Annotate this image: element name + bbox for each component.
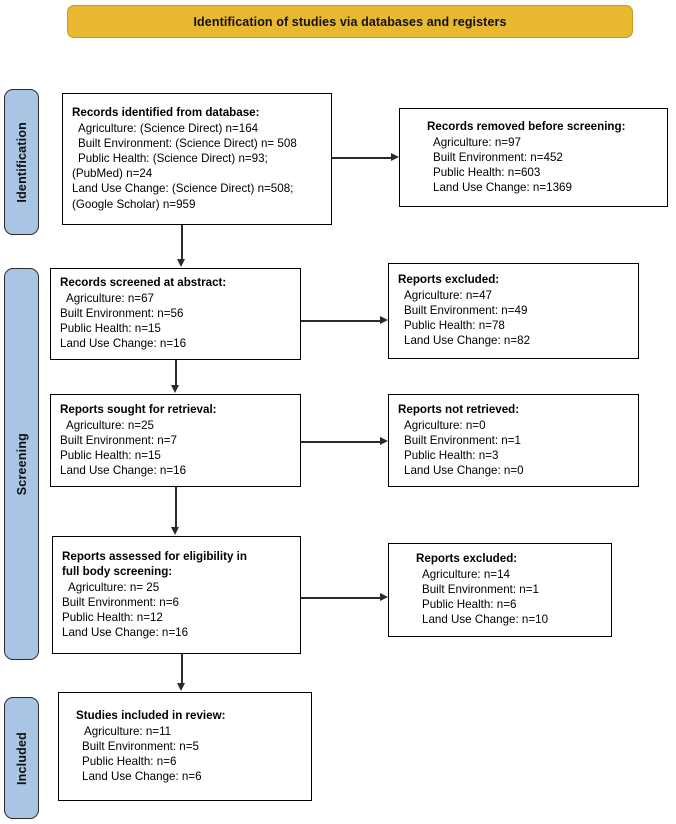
arrowhead-sought-to-not-retrieved xyxy=(380,437,388,445)
node-line: Land Use Change: n=0 xyxy=(404,463,524,477)
node-line: Built Environment: n=1 xyxy=(422,583,539,597)
arrowhead-identified-to-screened xyxy=(177,259,185,267)
node-line: Land Use Change: n=16 xyxy=(60,463,187,477)
node-line: Public Health: n=15 xyxy=(60,448,161,462)
node-line: Public Health: n=12 xyxy=(62,610,163,624)
node-reports-sought: Reports sought for retrieval: Agricultur… xyxy=(50,394,301,487)
node-line: Agriculture: n=14 xyxy=(422,568,510,582)
connector-screened-to-excluded xyxy=(301,320,381,322)
node-line: Built Environment: n=1 xyxy=(404,433,521,447)
node-reports-assessed-eligibility: Reports assessed for eligibility in full… xyxy=(52,536,301,654)
node-line: Agriculture: n=25 xyxy=(66,418,154,432)
node-line: Built Environment: n=6 xyxy=(62,595,179,609)
node-line: Built Environment: (Science Direct) n= 5… xyxy=(78,137,297,151)
node-line: Land Use Change: n=82 xyxy=(404,334,531,348)
node-line: Public Health: n=15 xyxy=(60,322,161,336)
node-line: Agriculture: n=67 xyxy=(66,292,154,306)
node-line: Agriculture: (Science Direct) n=164 xyxy=(78,122,259,136)
node-title: Reports sought for retrieval: xyxy=(60,402,217,416)
node-line: Agriculture: n=11 xyxy=(84,724,172,738)
node-line: Agriculture: n=47 xyxy=(404,289,492,303)
node-title: Records identified from database: xyxy=(72,106,260,120)
connector-sought-to-not-retrieved xyxy=(301,441,381,443)
node-line: Land Use Change: n=16 xyxy=(62,625,189,639)
node-line: Public Health: (Science Direct) n=93; xyxy=(78,152,268,166)
node-line: (Google Scholar) n=959 xyxy=(72,197,196,211)
node-records-removed: Records removed before screening: Agricu… xyxy=(399,108,668,207)
connector-eligibility-to-excluded xyxy=(301,597,381,599)
arrowhead-screened-to-excluded xyxy=(380,316,388,324)
node-title: Reports not retrieved: xyxy=(398,402,520,416)
node-line: Agriculture: n= 25 xyxy=(68,580,160,594)
connector-identified-to-screened xyxy=(181,225,183,261)
node-reports-excluded-screening: Reports excluded: Agriculture: n=47 Buil… xyxy=(388,263,639,359)
node-records-screened: Records screened at abstract: Agricultur… xyxy=(50,268,301,360)
diagram-title: Identification of studies via databases … xyxy=(193,14,507,29)
connector-eligibility-to-included xyxy=(181,654,183,685)
node-line: Land Use Change: n=16 xyxy=(60,337,187,351)
arrowhead-screened-to-sought xyxy=(171,385,179,393)
node-line: Agriculture: n=0 xyxy=(404,418,486,432)
node-line: Built Environment: n=7 xyxy=(60,433,177,447)
node-line: Built Environment: n=49 xyxy=(404,304,528,318)
node-line: Public Health: n=78 xyxy=(404,319,505,333)
connector-screened-to-sought xyxy=(175,360,177,387)
node-title: Reports excluded: xyxy=(416,552,518,566)
arrowhead-eligibility-to-included xyxy=(177,683,185,691)
node-line: Land Use Change: n=1369 xyxy=(433,180,572,194)
node-line: Built Environment: n=5 xyxy=(82,739,199,753)
node-records-identified: Records identified from database: Agricu… xyxy=(62,93,332,225)
node-line: Land Use Change: n=6 xyxy=(82,769,202,783)
arrowhead-identified-to-removed xyxy=(391,153,399,161)
stage-bar-identification: Identification xyxy=(4,89,39,235)
connector-identified-to-removed xyxy=(332,157,392,159)
diagram-header-banner: Identification of studies via databases … xyxy=(67,5,633,38)
node-reports-not-retrieved: Reports not retrieved: Agriculture: n=0 … xyxy=(388,394,639,487)
arrowhead-eligibility-to-excluded xyxy=(380,593,388,601)
node-line: (PubMed) n=24 xyxy=(72,167,153,181)
node-line: Public Health: n=6 xyxy=(82,754,177,768)
node-reports-excluded-fulltext: Reports excluded: Agriculture: n=14 Buil… xyxy=(388,543,612,637)
node-studies-included: Studies included in review: Agriculture:… xyxy=(58,692,312,801)
node-title: Records screened at abstract: xyxy=(60,276,227,290)
stage-label-identification: Identification xyxy=(14,121,29,203)
node-line: Public Health: n=6 xyxy=(422,598,517,612)
stage-label-screening: Screening xyxy=(14,432,29,496)
stage-bar-included: Included xyxy=(4,697,39,819)
node-line: Built Environment: n=56 xyxy=(60,307,184,321)
node-line: Public Health: n=3 xyxy=(404,448,499,462)
node-line: Land Use Change: n=10 xyxy=(422,613,549,627)
node-line: Built Environment: n=452 xyxy=(433,150,563,164)
node-title: Records removed before screening: xyxy=(427,119,626,133)
node-title: Reports excluded: xyxy=(398,273,500,287)
node-line: Agriculture: n=97 xyxy=(433,135,521,149)
arrowhead-sought-to-eligibility xyxy=(171,527,179,535)
connector-sought-to-eligibility xyxy=(175,487,177,529)
stage-label-included: Included xyxy=(14,731,29,785)
node-title: Studies included in review: xyxy=(76,708,226,722)
node-line: Land Use Change: (Science Direct) n=508; xyxy=(72,182,294,196)
stage-bar-screening: Screening xyxy=(4,268,39,660)
node-title: Reports assessed for eligibility in full… xyxy=(62,550,247,578)
node-line: Public Health: n=603 xyxy=(433,165,541,179)
